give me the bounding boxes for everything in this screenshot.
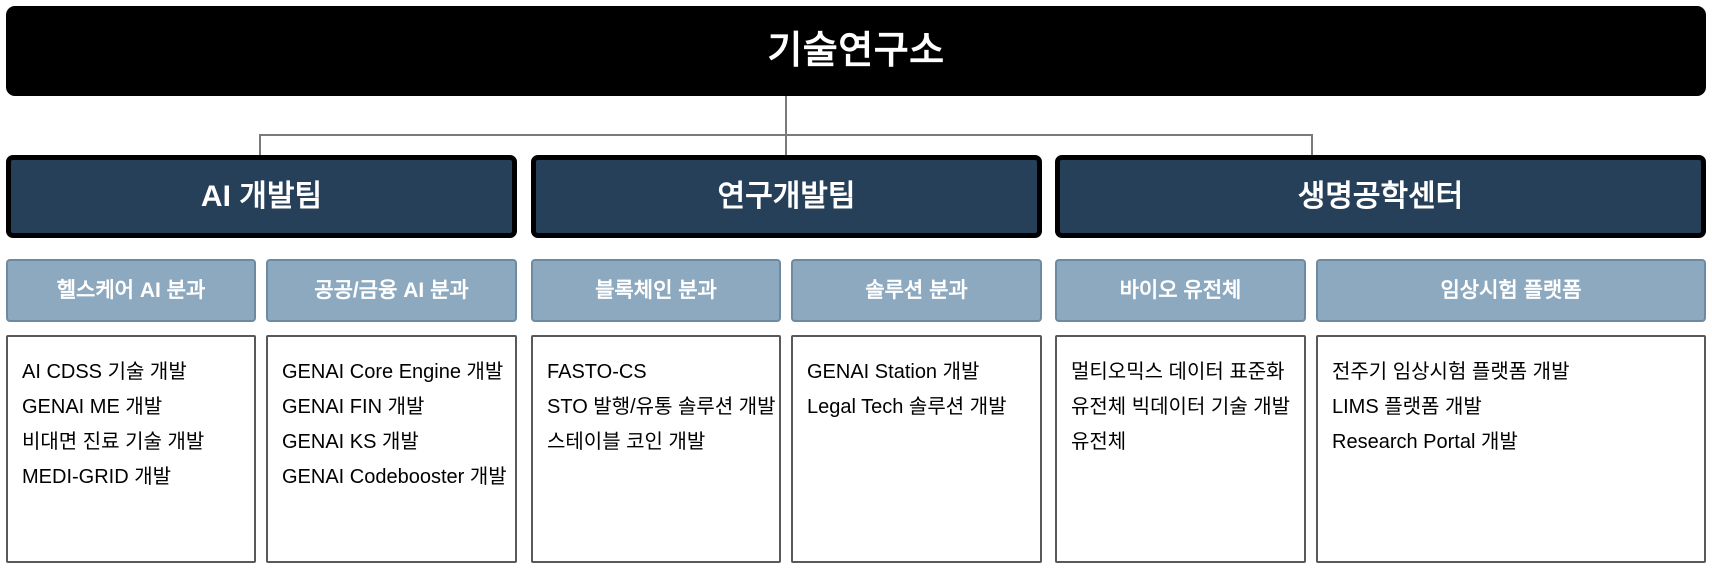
subteam-item: GENAI Core Engine 개발 xyxy=(282,361,504,383)
subteam-item: 유전체 빅데이터 기술 개발 xyxy=(1071,396,1291,418)
subteam-item: 전주기 임상시험 플랫폼 개발 xyxy=(1332,361,1570,383)
subteam-item: STO 발행/유통 솔루션 개발 xyxy=(547,396,776,418)
division-label: 연구개발팀 xyxy=(717,179,856,213)
subteam-column-blockchain: 블록체인 분과 FASTO-CS STO 발행/유통 솔루션 개발 스테이블 코… xyxy=(531,259,781,563)
subteam-item: LIMS 플랫폼 개발 xyxy=(1332,396,1482,418)
division-label: 생명공학센터 xyxy=(1297,179,1464,213)
subteam-body: 멀티오믹스 데이터 표준화 유전체 빅데이터 기술 개발 유전체 xyxy=(1055,335,1306,563)
root-node-technology-institute[interactable]: 기술연구소 xyxy=(6,6,1706,96)
subteam-item: 스테이블 코인 개발 xyxy=(547,431,706,453)
division-node-bio-center[interactable]: 생명공학센터 xyxy=(1055,155,1706,238)
subteam-item: GENAI Station 개발 xyxy=(807,361,980,383)
division-node-rnd-team[interactable]: 연구개발팀 xyxy=(531,155,1042,238)
subteam-item: 유전체 xyxy=(1071,431,1127,453)
subteam-item: MEDI-GRID 개발 xyxy=(22,466,172,488)
subteam-item: GENAI Codebooster 개발 xyxy=(282,466,507,488)
subteam-header-label: 임상시험 플랫폼 xyxy=(1440,279,1582,302)
subteam-header-label: 솔루션 분과 xyxy=(865,279,968,302)
connector-branch-ai xyxy=(259,134,261,156)
subteam-item: 멀티오믹스 데이터 표준화 xyxy=(1071,361,1285,383)
subteam-header[interactable]: 헬스케어 AI 분과 xyxy=(6,259,256,322)
subteam-item: GENAI ME 개발 xyxy=(22,396,163,418)
subteam-column-solution: 솔루션 분과 GENAI Station 개발 Legal Tech 솔루션 개… xyxy=(791,259,1042,563)
subteam-body: AI CDSS 기술 개발 GENAI ME 개발 비대면 진료 기술 개발 M… xyxy=(6,335,256,563)
subteam-body: GENAI Core Engine 개발 GENAI FIN 개발 GENAI … xyxy=(266,335,517,563)
subteam-column-public-finance-ai: 공공/금융 AI 분과 GENAI Core Engine 개발 GENAI F… xyxy=(266,259,517,563)
subteam-body: GENAI Station 개발 Legal Tech 솔루션 개발 xyxy=(791,335,1042,563)
root-node-label: 기술연구소 xyxy=(767,30,945,72)
subteam-header[interactable]: 공공/금융 AI 분과 xyxy=(266,259,517,322)
subteam-header-label: 공공/금융 AI 분과 xyxy=(314,279,469,302)
subteam-item: FASTO-CS xyxy=(547,361,647,383)
subteam-body: FASTO-CS STO 발행/유통 솔루션 개발 스테이블 코인 개발 xyxy=(531,335,781,563)
subteam-header-label: 헬스케어 AI 분과 xyxy=(56,279,206,302)
subteam-item: 비대면 진료 기술 개발 xyxy=(22,431,205,453)
connector-branch-rnd xyxy=(785,134,787,156)
subteam-header[interactable]: 솔루션 분과 xyxy=(791,259,1042,322)
division-node-ai-dev-team[interactable]: AI 개발팀 xyxy=(6,155,517,238)
subteam-item: Legal Tech 솔루션 개발 xyxy=(807,396,1007,418)
subteam-item: GENAI KS 개발 xyxy=(282,431,419,453)
subteam-body: 전주기 임상시험 플랫폼 개발 LIMS 플랫폼 개발 Research Por… xyxy=(1316,335,1706,563)
division-label: AI 개발팀 xyxy=(200,179,323,213)
subteam-header-label: 바이오 유전체 xyxy=(1119,279,1242,302)
subteam-item: GENAI FIN 개발 xyxy=(282,396,425,418)
subteam-item: Research Portal 개발 xyxy=(1332,431,1518,453)
subteam-header[interactable]: 임상시험 플랫폼 xyxy=(1316,259,1706,322)
subteam-header[interactable]: 바이오 유전체 xyxy=(1055,259,1306,322)
subteam-item: AI CDSS 기술 개발 xyxy=(22,361,187,383)
subteam-header[interactable]: 블록체인 분과 xyxy=(531,259,781,322)
connector-root-vertical xyxy=(785,96,787,135)
subteam-column-clinical-trial-platform: 임상시험 플랫폼 전주기 임상시험 플랫폼 개발 LIMS 플랫폼 개발 Res… xyxy=(1316,259,1706,563)
subteam-column-bio-genome: 바이오 유전체 멀티오믹스 데이터 표준화 유전체 빅데이터 기술 개발 유전체 xyxy=(1055,259,1306,563)
subteam-header-label: 블록체인 분과 xyxy=(595,279,717,302)
connector-branch-bio xyxy=(1311,134,1313,156)
subteam-column-healthcare-ai: 헬스케어 AI 분과 AI CDSS 기술 개발 GENAI ME 개발 비대면… xyxy=(6,259,256,563)
